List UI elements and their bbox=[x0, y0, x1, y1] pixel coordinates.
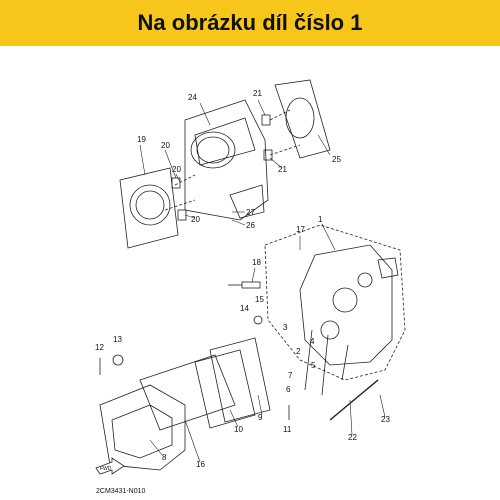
label-8: 8 bbox=[162, 453, 167, 462]
plate-9 bbox=[209, 337, 271, 423]
label-14: 14 bbox=[240, 304, 249, 313]
label-25: 25 bbox=[332, 155, 341, 164]
label-10: 10 bbox=[234, 425, 243, 434]
gasket-16 bbox=[139, 354, 236, 431]
label-5: 5 bbox=[311, 361, 316, 370]
label-13: 13 bbox=[113, 335, 122, 344]
head-cover-8 bbox=[99, 384, 186, 471]
label-15: 15 bbox=[255, 295, 264, 304]
gasket-19 bbox=[119, 167, 179, 249]
label-23: 23 bbox=[381, 415, 390, 424]
part-labels: 1 2 3 4 5 6 7 8 9 10 11 12 13 14 15 16 1… bbox=[95, 89, 390, 469]
label-19: 19 bbox=[137, 135, 146, 144]
gasket-10 bbox=[194, 349, 256, 429]
label-24: 24 bbox=[188, 93, 197, 102]
label-27: 27 bbox=[246, 208, 255, 217]
studs bbox=[228, 281, 379, 421]
label-1: 1 bbox=[318, 215, 323, 224]
label-20c: 20 bbox=[191, 215, 200, 224]
label-21b: 21 bbox=[278, 165, 287, 174]
label-4: 4 bbox=[310, 337, 315, 346]
label-17: 17 bbox=[296, 225, 305, 234]
label-21a: 21 bbox=[253, 89, 262, 98]
dash-lines-top bbox=[164, 109, 301, 211]
label-12: 12 bbox=[95, 343, 104, 352]
dowel-pins bbox=[171, 114, 273, 221]
title-banner: Na obrázku díl číslo 1 bbox=[0, 0, 500, 46]
cylinder-24 bbox=[184, 99, 269, 221]
label-6: 6 bbox=[286, 385, 291, 394]
label-9: 9 bbox=[258, 413, 263, 422]
label-18: 18 bbox=[252, 258, 261, 267]
fwd-arrow-icon: FWD bbox=[95, 457, 125, 475]
label-20a: 20 bbox=[161, 141, 170, 150]
label-3: 3 bbox=[283, 323, 288, 332]
cylinder-head-1 bbox=[264, 224, 406, 381]
label-2: 2 bbox=[296, 347, 301, 356]
bolts-left bbox=[99, 315, 290, 420]
banner-title: Na obrázku díl číslo 1 bbox=[137, 10, 363, 35]
fwd-label: FWD bbox=[100, 466, 112, 472]
label-20b: 20 bbox=[172, 165, 181, 174]
label-22: 22 bbox=[348, 433, 357, 442]
leader-lines bbox=[139, 99, 386, 463]
drawing-code: 2CM3431-N010 bbox=[96, 488, 146, 495]
label-7: 7 bbox=[288, 371, 293, 380]
label-11: 11 bbox=[283, 425, 292, 434]
label-16: 16 bbox=[196, 460, 205, 469]
label-26: 26 bbox=[246, 221, 255, 230]
gasket-25 bbox=[274, 79, 331, 159]
